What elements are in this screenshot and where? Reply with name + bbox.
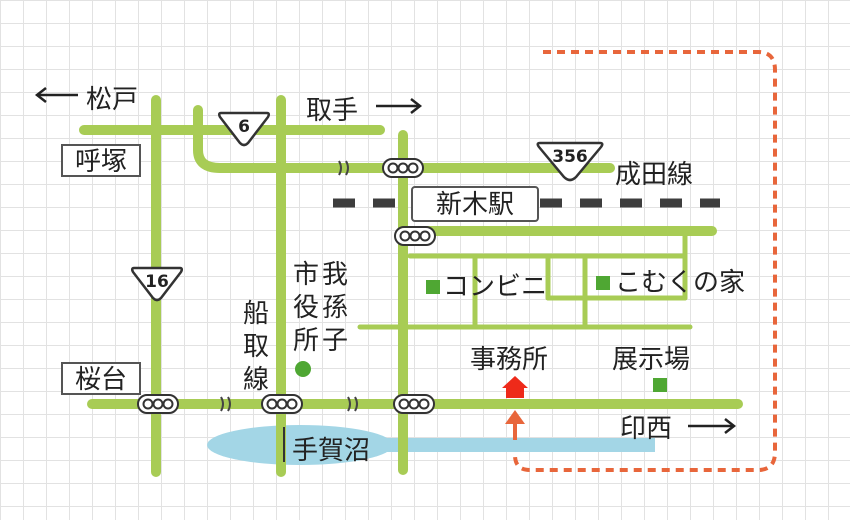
- traffic-signal-icon: [393, 394, 435, 414]
- office-house-icon: [502, 376, 528, 398]
- label-city-office-char: 市: [293, 260, 319, 290]
- label-abiko-char: 孫: [322, 293, 348, 323]
- road-route6-curve: [193, 105, 407, 173]
- label-abiko-char: 子: [322, 326, 348, 356]
- svg-text:6: 6: [238, 117, 250, 137]
- label-funatori-char: 船: [243, 299, 269, 329]
- label-office: 事務所: [470, 345, 548, 375]
- label-matsudo: 松戸: [86, 85, 138, 115]
- label-city-office-char: 役: [293, 293, 319, 323]
- teganuma-lake: [207, 425, 655, 465]
- arrow-right-icon: [376, 98, 423, 114]
- label-komuku-house: こむくの家: [615, 268, 745, 298]
- svg-text:356: 356: [552, 147, 588, 167]
- showroom-marker-icon: [653, 378, 667, 392]
- svg-text:16: 16: [145, 272, 169, 292]
- shin-kiba-station: 新木駅: [411, 186, 539, 222]
- dashed-route-outline: [513, 50, 777, 472]
- label-sakuradai-box: 桜台: [61, 362, 141, 395]
- traffic-signal-icon: [261, 394, 303, 414]
- label-city-office-char: 所: [293, 326, 319, 356]
- route-6-shield-icon: 6: [217, 111, 271, 147]
- city-office-marker-icon: [295, 361, 311, 377]
- label-toride: 取手: [306, 96, 358, 126]
- label-inzai: 印西: [620, 414, 672, 444]
- arrow-up-icon: [505, 410, 525, 440]
- route-16-shield-icon: 16: [130, 266, 184, 302]
- label-teganuma: 手賀沼: [292, 436, 370, 466]
- traffic-signal-icon: [137, 394, 179, 414]
- komuku-house-marker-icon: [596, 276, 610, 290]
- label-abiko-char: 我: [322, 260, 348, 290]
- route-356-shield-icon: 356: [536, 141, 604, 182]
- arrow-left-icon: [34, 87, 78, 103]
- traffic-signal-icon: [382, 158, 424, 178]
- label-funatori-char: 線: [243, 365, 269, 395]
- label-convenience-store: コンビニ: [443, 272, 547, 302]
- label-yobitsuka-box: 呼塚: [61, 144, 141, 177]
- traffic-signal-icon: [394, 226, 436, 246]
- label-showroom: 展示場: [612, 345, 690, 375]
- svg-text:呼塚: 呼塚: [75, 147, 127, 177]
- svg-text:桜台: 桜台: [75, 365, 127, 395]
- traffic-signals: [137, 158, 436, 414]
- road-break-marks: [220, 160, 358, 412]
- label-funatori-char: 取: [243, 332, 269, 362]
- station-label: 新木駅: [436, 190, 514, 220]
- arrow-right-icon: [688, 418, 737, 434]
- convenience-store-marker-icon: [426, 280, 440, 294]
- label-narita-line: 成田線: [615, 160, 693, 190]
